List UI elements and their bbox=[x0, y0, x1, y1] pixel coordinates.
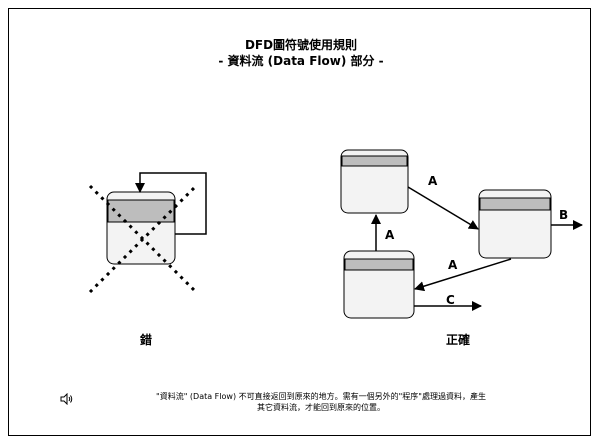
flow-label-c: C bbox=[446, 293, 455, 307]
wrong-example bbox=[88, 172, 207, 294]
slide-title: DFD圖符號使用規則 bbox=[244, 38, 358, 52]
wrong-process-header bbox=[107, 199, 175, 223]
flow-label-b: B bbox=[559, 208, 569, 222]
wrong-self-loop-flow bbox=[135, 172, 207, 235]
note-text: "資料流" (Data Flow) 不可直接返回到原來的地方。需有一個另外的"程… bbox=[91, 391, 551, 413]
note-line-1: "資料流" (Data Flow) 不可直接返回到原來的地方。需有一個另外的"程… bbox=[156, 392, 486, 401]
flow-label-a-top: A bbox=[428, 174, 438, 188]
cross-line-2 bbox=[88, 184, 198, 294]
speaker-icon[interactable] bbox=[60, 390, 74, 406]
wrong-caption: 錯 bbox=[140, 333, 153, 347]
flow-label-a-bottom: A bbox=[448, 258, 458, 272]
slide-frame bbox=[8, 8, 591, 436]
flow-a-topleft-to-right bbox=[407, 186, 479, 230]
correct-caption: 正確 bbox=[446, 333, 471, 347]
correct-example bbox=[340, 149, 583, 319]
flow-label-a-vertical: A bbox=[385, 228, 395, 242]
process-right-header bbox=[479, 197, 551, 211]
note-line-2: 其它資料流，才能回到原來的位置。 bbox=[257, 403, 385, 412]
process-top-left-header bbox=[341, 155, 408, 167]
slide-subtitle: - 資料流 (Data Flow) 部分 - bbox=[218, 54, 384, 68]
flow-a-right-to-bottomleft bbox=[414, 258, 512, 292]
process-bottom-left-header bbox=[344, 258, 414, 271]
